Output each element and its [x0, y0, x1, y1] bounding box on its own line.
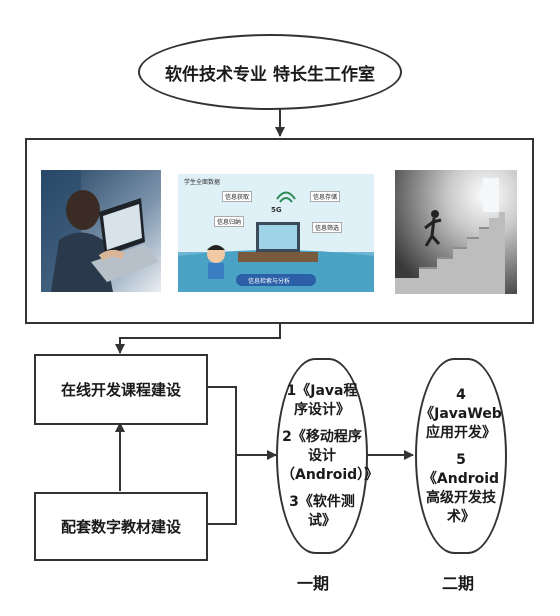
phase1-item-3: 3《软件测试》: [289, 493, 355, 529]
image-panel: 学生全面数据 信息获取 5G 信息存储 信息归纳 信息筛选 信息检索与分析: [25, 138, 534, 324]
infographic-label-acquire: 信息获取: [222, 191, 253, 202]
infographic-label-store: 信息存储: [310, 191, 341, 202]
phase1-label: 一期: [297, 574, 330, 593]
infographic-header: 学生全面数据: [184, 179, 221, 186]
connector-online-course-to-merge: [206, 386, 237, 455]
infographic-label-analysis: 信息检索与分析: [248, 278, 291, 285]
phase2-oval: 4《JavaWeb应用开发》 5《Android高级开发技术》: [415, 358, 507, 554]
arrow-images-to-online-course: [115, 321, 281, 354]
phase1-item-1: 1《Java程序设计》: [286, 382, 358, 418]
stairs-photo: [395, 170, 517, 294]
laptop-photo: [41, 170, 161, 292]
digital-textbook-box: 配套数字教材建设: [34, 492, 208, 561]
infographic-label-summarize: 信息归纳: [214, 216, 245, 227]
phase2-item-2: 5《Android高级开发技术》: [422, 451, 500, 525]
phase2-item-1: 4《JavaWeb应用开发》: [420, 386, 502, 441]
phase1-item-2: 2《移动程序设计（Android）》: [281, 428, 379, 483]
connector-textbook-to-merge: [206, 455, 237, 525]
online-course-label: 在线开发课程建设: [60, 381, 181, 399]
phase2-label: 二期: [442, 574, 475, 593]
online-course-box: 在线开发课程建设: [34, 354, 208, 425]
infographic-image: 学生全面数据 信息获取 5G 信息存储 信息归纳 信息筛选 信息检索与分析: [178, 174, 374, 292]
phase1-oval: 1《Java程序设计》 2《移动程序设计（Android）》 3《软件测试》: [276, 358, 379, 554]
title-ellipse: 软件技术专业 特长生工作室: [138, 34, 402, 110]
digital-textbook-label: 配套数字教材建设: [60, 518, 181, 536]
infographic-label-5g: 5G: [271, 206, 282, 214]
infographic-label-filter: 信息筛选: [312, 222, 343, 233]
diagram-title: 软件技术专业 特长生工作室: [165, 64, 375, 85]
